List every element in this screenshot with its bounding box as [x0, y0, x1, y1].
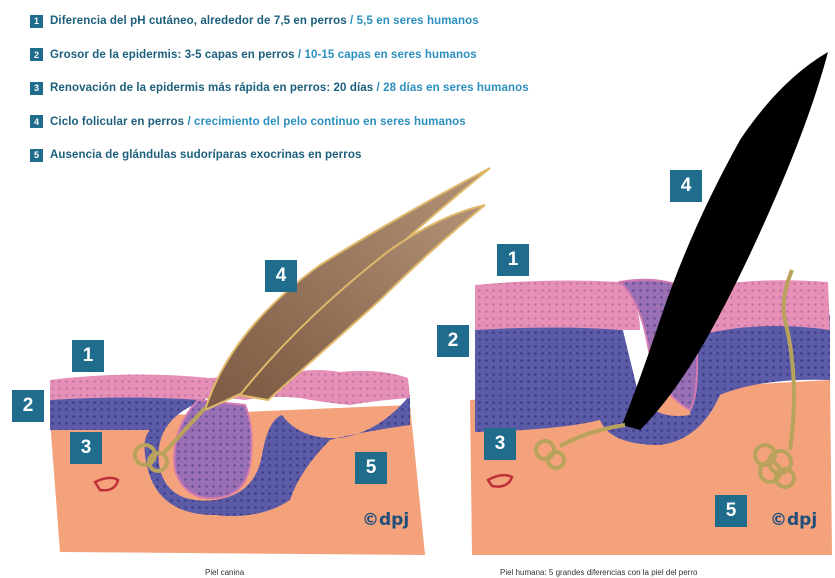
human-badge-2: 2: [437, 325, 469, 357]
dog-badge-1: 1: [72, 340, 104, 372]
dog-copyright-logo: ©dpj: [362, 510, 409, 530]
dog-badge-5: 5: [355, 452, 387, 484]
human-badge-1: 1: [497, 244, 529, 276]
human-caption: Piel humana: 5 grandes diferencias con l…: [500, 568, 697, 577]
human-copyright-logo: ©dpj: [770, 510, 817, 530]
dog-badge-3: 3: [70, 432, 102, 464]
human-badge-4: 4: [670, 170, 702, 202]
dog-badge-2: 2: [12, 390, 44, 422]
dog-caption: Piel canina: [205, 568, 244, 577]
dog-follicle: [174, 400, 251, 498]
dog-badge-4: 4: [265, 260, 297, 292]
human-badge-3: 3: [484, 428, 516, 460]
dog-skin-diagram: [50, 168, 490, 555]
human-skin-diagram: [470, 52, 832, 555]
human-badge-5: 5: [715, 495, 747, 527]
